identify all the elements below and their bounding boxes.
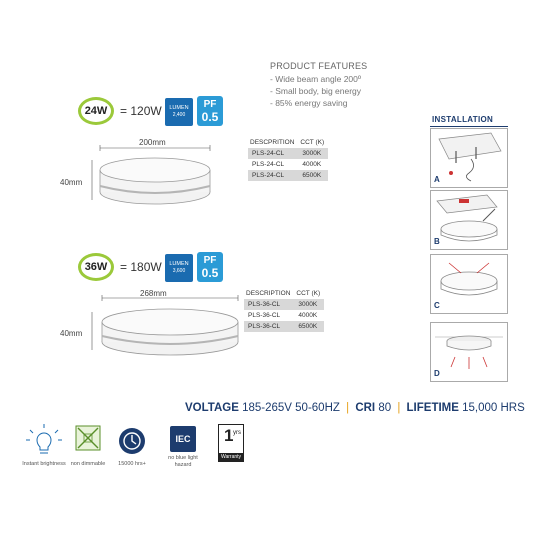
install-step-b: B <box>430 190 508 250</box>
table-cell: PLS-36-CL <box>244 299 295 310</box>
table-row: PLS-36-CL 3000K <box>244 299 325 310</box>
step-letter: B <box>434 237 440 246</box>
height-label-36: 40mm <box>60 329 83 338</box>
pf-label: PF <box>203 255 217 266</box>
lifetime-label: LIFETIME <box>406 402 459 414</box>
lumen-label: LUMEN <box>169 105 189 111</box>
lumen-label: LUMEN <box>169 261 189 267</box>
features-list: - Wide beam angle 200º - Small body, big… <box>270 73 361 109</box>
step-letter: C <box>434 301 440 310</box>
watt-36-text: 36W <box>84 261 108 273</box>
lumen-value: 3,600 <box>172 268 186 274</box>
lightbulb-icon <box>26 424 62 454</box>
table-cell: PLS-36-CL <box>244 321 295 332</box>
icon-label: 15000 hrs+ <box>118 461 146 467</box>
cri-label: CRI <box>355 402 376 414</box>
table-cell: 4000K <box>302 161 322 168</box>
step-b-illustration <box>436 194 498 242</box>
clock-icon <box>119 428 145 454</box>
table-cell: PLS-36-CL <box>248 312 281 319</box>
warranty-number: 1 <box>224 426 234 445</box>
lumen-box-24: LUMEN 2,400 <box>165 98 193 126</box>
lumen-value: 2,400 <box>172 112 186 118</box>
icon-label: Instant brightness <box>22 461 66 467</box>
feature-item: - Wide beam angle 200º <box>270 74 361 84</box>
installation-divider <box>430 126 508 127</box>
feature-instant-brightness: Instant brightness <box>22 422 66 468</box>
table-row: PLS-24-CL 3000K <box>248 148 329 159</box>
step-d-illustration <box>435 335 503 369</box>
step-a-illustration <box>438 132 502 182</box>
pf-box-24: PF 0.5 <box>197 96 223 126</box>
warranty-unit: yrs <box>233 430 241 436</box>
separator: | <box>346 402 350 414</box>
table-cell: 6500K <box>298 170 329 181</box>
table-row: PLS-24-CL 6500K <box>248 170 329 181</box>
pf-value: 0.5 <box>201 266 219 280</box>
lamp-24-drawing <box>91 145 211 205</box>
table-header-cct: CCT (K) <box>296 290 321 297</box>
icon-label: no blue light hazard <box>168 455 198 468</box>
table-cell: 6500K <box>294 321 325 332</box>
feature-non-dimmable: non dimmable <box>70 424 106 468</box>
table-cell: 3000K <box>294 299 325 310</box>
watt-badge-24: 24W <box>78 97 114 125</box>
separator: | <box>397 402 401 414</box>
lamp-36-drawing <box>91 295 239 356</box>
watt-equivalent-24: = 120W <box>120 104 162 118</box>
feature-no-blue-light: IEC no blue light hazard <box>164 426 202 469</box>
non-dimmable-icon <box>75 425 101 451</box>
table-row: PLS-24-CL 4000K <box>248 159 328 170</box>
feature-item: - Small body, big energy <box>270 86 362 96</box>
pf-box-36: PF 0.5 <box>197 252 223 282</box>
step-letter: D <box>434 369 440 378</box>
feature-15000-hours: 15000 hrs+ <box>116 426 148 468</box>
table-cell: PLS-24-CL <box>248 148 299 159</box>
warranty-label: Warranty <box>219 453 243 461</box>
step-letter: A <box>434 175 440 184</box>
install-step-c: C <box>430 254 508 314</box>
table-cell: PLS-24-CL <box>248 170 299 181</box>
features-title: PRODUCT FEATURES <box>270 61 368 71</box>
height-label-24: 40mm <box>60 178 83 187</box>
width-label-36: 268mm <box>140 289 167 298</box>
voltage-label: VOLTAGE <box>185 402 239 414</box>
feature-item: - 85% energy saving <box>270 98 348 108</box>
table-row: PLS-36-CL 6500K <box>244 321 325 332</box>
specs-line: VOLTAGE 185-265V 50-60HZ | CRI 80 | LIFE… <box>185 402 525 414</box>
cri-value: 80 <box>378 402 392 414</box>
lifetime-value: 15,000 HRS <box>462 402 525 414</box>
watt-badge-36: 36W <box>78 253 114 281</box>
installation-title: INSTALLATION <box>432 115 494 124</box>
lumen-box-36: LUMEN 3,600 <box>165 254 193 282</box>
iec-text: IEC <box>175 434 191 444</box>
watt-equivalent-36: = 180W <box>120 260 162 274</box>
icon-label: non dimmable <box>70 461 106 467</box>
table-cell: 3000K <box>298 148 329 159</box>
table-cell: PLS-24-CL <box>252 161 285 168</box>
table-row: PLS-36-CL 4000K <box>244 310 324 321</box>
table-cell: 4000K <box>298 312 318 319</box>
pf-value: 0.5 <box>201 110 219 124</box>
voltage-value: 185-265V 50-60HZ <box>242 402 340 414</box>
table-header-cct: CCT (K) <box>300 139 325 146</box>
feature-warranty: 1 yrs Warranty <box>218 424 248 462</box>
spec-table-24: DESCPRITION CCT (K) PLS-24-CL 3000K PLS-… <box>248 138 329 181</box>
spec-table-36: DESCRIPTION CCT (K) PLS-36-CL 3000K PLS-… <box>244 289 325 332</box>
iec-badge-icon: IEC <box>170 426 196 452</box>
table-header-description: DESCPRITION <box>250 139 295 146</box>
width-label-24: 200mm <box>139 138 166 147</box>
pf-label: PF <box>203 99 217 110</box>
table-header-description: DESCRIPTION <box>246 290 291 297</box>
watt-24-text: 24W <box>84 105 108 117</box>
warranty-badge-icon: 1 yrs Warranty <box>218 424 244 462</box>
install-step-a: A <box>430 128 508 188</box>
step-c-illustration <box>440 262 498 296</box>
install-step-d: D <box>430 322 508 382</box>
